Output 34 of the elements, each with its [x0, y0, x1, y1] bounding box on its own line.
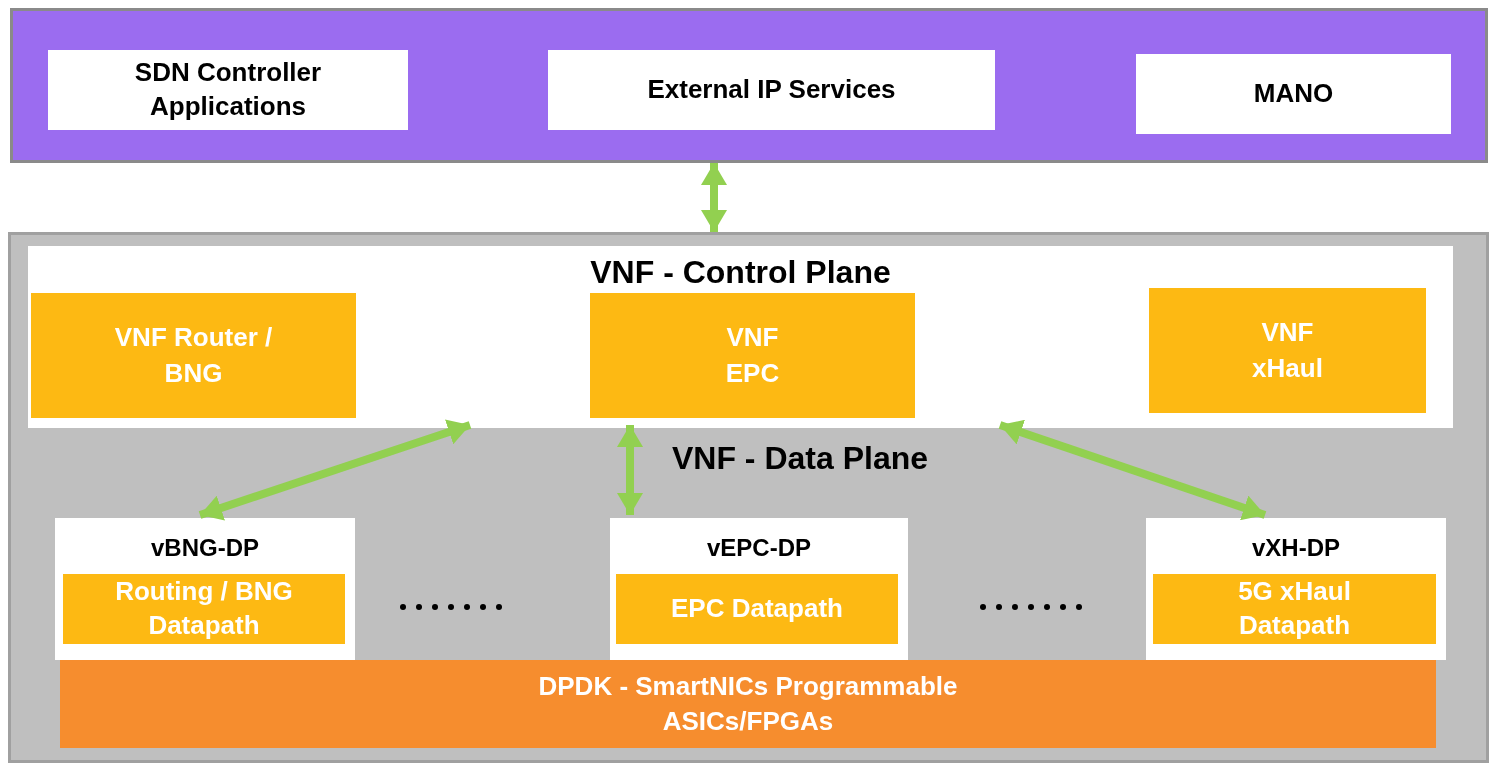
frame-panel: [8, 232, 1489, 763]
node-text: vXH-DP: [1252, 534, 1340, 562]
node-text: Routing / BNG Datapath: [114, 575, 294, 642]
datapath-box: [616, 574, 898, 644]
section-heading: VNF - Data Plane: [670, 440, 930, 477]
node-text: 5G xHaul Datapath: [1237, 575, 1352, 642]
node-text: vBNG-DP: [151, 534, 259, 562]
service-box: [548, 50, 995, 130]
function-box: [1149, 288, 1426, 413]
function-box: [590, 293, 915, 418]
node-text: VNF EPC: [724, 321, 781, 390]
service-box: [1136, 54, 1451, 134]
function-box: [31, 293, 356, 418]
node-text: EPC Datapath: [671, 592, 843, 626]
datapath-box: [63, 574, 345, 644]
service-box: [48, 50, 408, 130]
node-text: MANO: [1253, 77, 1334, 111]
datapath-card: [1146, 518, 1446, 660]
node-text: External IP Services: [647, 73, 896, 107]
node-text: VNF Router / BNG: [113, 321, 274, 390]
plane-panel: [28, 246, 1453, 428]
band-panel: [10, 8, 1488, 163]
datapath-box: [1153, 574, 1436, 644]
hardware-bar: [60, 660, 1436, 748]
node-text: DPDK - SmartNICs Programmable ASICs/FPGAs: [537, 669, 959, 738]
datapath-card: [610, 518, 908, 660]
node-text: SDN Controller Applications: [133, 56, 323, 123]
double-arrow: [998, 419, 1267, 521]
double-arrow: [198, 419, 472, 521]
node-text: VNF xHaul: [1251, 316, 1324, 385]
datapath-card: [55, 518, 355, 660]
double-arrow: [701, 163, 727, 232]
node-text: vEPC-DP: [707, 534, 811, 562]
node-text: VNF - Control Plane: [590, 254, 891, 291]
